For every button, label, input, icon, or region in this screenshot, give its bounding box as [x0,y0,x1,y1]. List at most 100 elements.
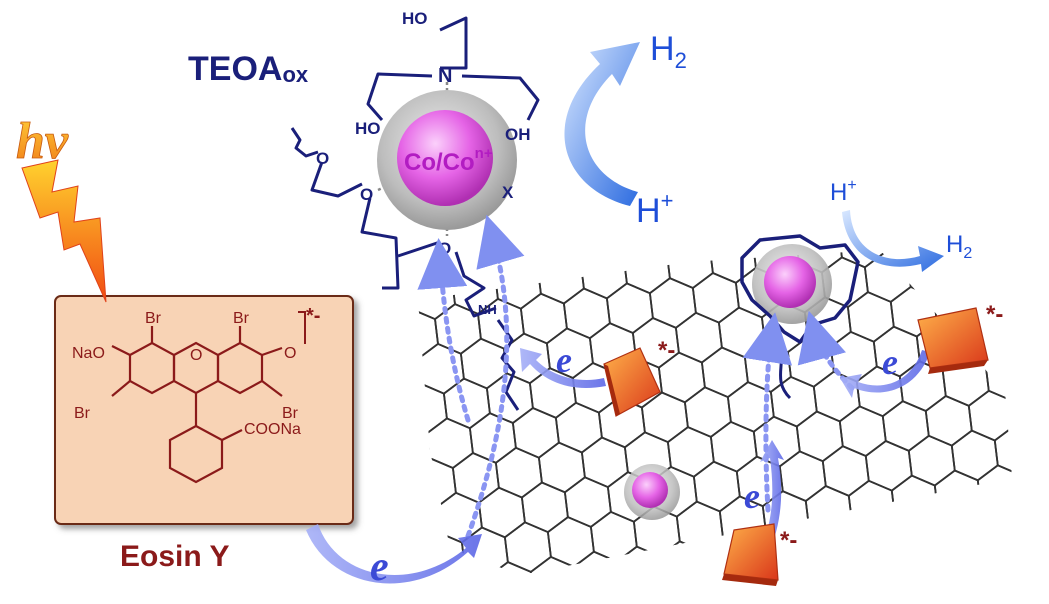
ho-arm-top [439,16,468,70]
eosin-ring-o: O [190,347,202,364]
radical-flake-bottom: *- [722,523,797,586]
graphene-hexagon [1002,498,1012,551]
graphene-hexagon [976,464,1012,516]
graphene-hexagon [959,128,1005,178]
graphene-hexagon [418,250,430,286]
graphene-hexagon [418,268,456,321]
h2-arrow-top [564,42,640,206]
graphene-hexagon [418,457,457,509]
hplus-top-label: H+ [636,188,673,230]
mol-o-bottom: O [438,239,451,258]
graphene-hexagon [418,496,440,549]
graphene-hexagon [966,250,1012,253]
electron-arrow-eosin [306,524,482,584]
mol-o-left: O [360,185,373,204]
graphene-hexagon [916,509,965,561]
graphene-hexagon [615,545,664,575]
graphene-hexagon [529,179,575,229]
electron-path-left [417,238,471,423]
graphene-hexagon [804,484,853,537]
graphene-hexagon [701,159,747,209]
h2-arrow-right [842,210,944,272]
n-arm-right [461,74,540,121]
cobalt-sphere [397,110,493,206]
graphene-hexagon [830,519,879,572]
graphene-hexagon [418,348,422,400]
mol-x: X [502,183,514,202]
graphene-hexagon [658,540,707,575]
eosin-nao: NaO [72,345,105,362]
svg-text:*-: *- [780,527,797,554]
graphene-hexagon [486,561,535,575]
graphene-hexagon [554,250,602,265]
graphene-hexagon [572,550,621,575]
graphene-hexagon [985,162,1031,212]
chain-stub [290,127,319,158]
graphene-hexagon [684,199,730,249]
co-particle-lower [624,464,680,520]
graphene-hexagon [443,566,492,575]
chain-o-left [310,161,363,198]
graphene-hexagon [873,138,919,188]
n-arm-left [366,72,433,121]
graphene-hexagon [1010,384,1012,437]
graphene-hexagon [770,188,816,238]
graphene-hexagon [787,148,833,198]
mol-nh: NH [478,302,497,317]
linker-tail [496,319,520,411]
eosin-y-panel: Br Br NaO O O Br Br COONa *- Eosin Y [54,295,354,573]
graphene-hexagon [744,154,790,204]
eosin-br-top-left: Br [145,310,162,327]
graphene-hexagon [890,474,939,527]
graphene-hexagon [942,167,988,217]
eosin-br-bottom-right: Br [282,405,299,422]
graphene-hexagon [418,422,431,475]
electron-arrow-right [840,350,930,398]
graphene-hexagon [899,173,945,223]
graphene-hexagon [511,250,559,270]
graphene-hexagon [959,504,1008,556]
mol-ho-top: HO [402,9,428,28]
h2-evolution-right: H+ H2 [830,177,972,272]
h2-evolution-top: H2 H+ [564,30,687,230]
cobalt-label: Co/Con+ [404,145,493,176]
electron-arrow-bottom [760,440,784,554]
co-particle-right [740,234,860,400]
electron-arrows: e e e e [306,340,930,590]
eosin-charge: *- [306,305,320,327]
graphene-hexagon [366,275,412,325]
eosin-structure [111,326,283,484]
radical-flake-right: *- [917,301,1003,374]
cobalt-complex: Co/Con+ HO N HO OH O O X O NH [290,9,540,411]
eosin-br-bottom-left: Br [74,405,91,422]
graphene-hexagon [529,555,578,575]
graphene-hexagon [675,500,724,553]
mol-ho-left: HO [355,119,381,138]
graphene-hexagon [1021,460,1049,510]
mol-n: N [438,65,452,87]
electron-path-right-low [742,312,793,513]
graphene-hexagon [418,382,448,435]
electron-label-mid: e [556,340,572,380]
electron-label-bottom: e [744,476,760,516]
light-source: hv [16,113,107,303]
radical-flake-mid: *- [603,337,675,417]
electron-path-main [465,214,525,539]
graphene-hexagon [418,308,439,360]
chain-down [360,197,400,290]
eosin-br-top-right: Br [233,310,250,327]
graphene-hexagon [856,178,902,228]
graphene-hexagon [1001,310,1012,362]
svg-text:*-: *- [986,301,1003,328]
graphene-hexagon [847,479,896,532]
graphene-hexagon [916,133,962,183]
svg-text:*-: *- [658,337,675,364]
mol-o-chain: O [316,149,329,168]
electron-label-right: e [882,342,898,382]
graphene-hexagon [727,193,773,243]
teoa-label: TEOAox [188,50,309,88]
graphene-hexagon [873,514,922,567]
electron-label-eosin: e [370,544,389,590]
